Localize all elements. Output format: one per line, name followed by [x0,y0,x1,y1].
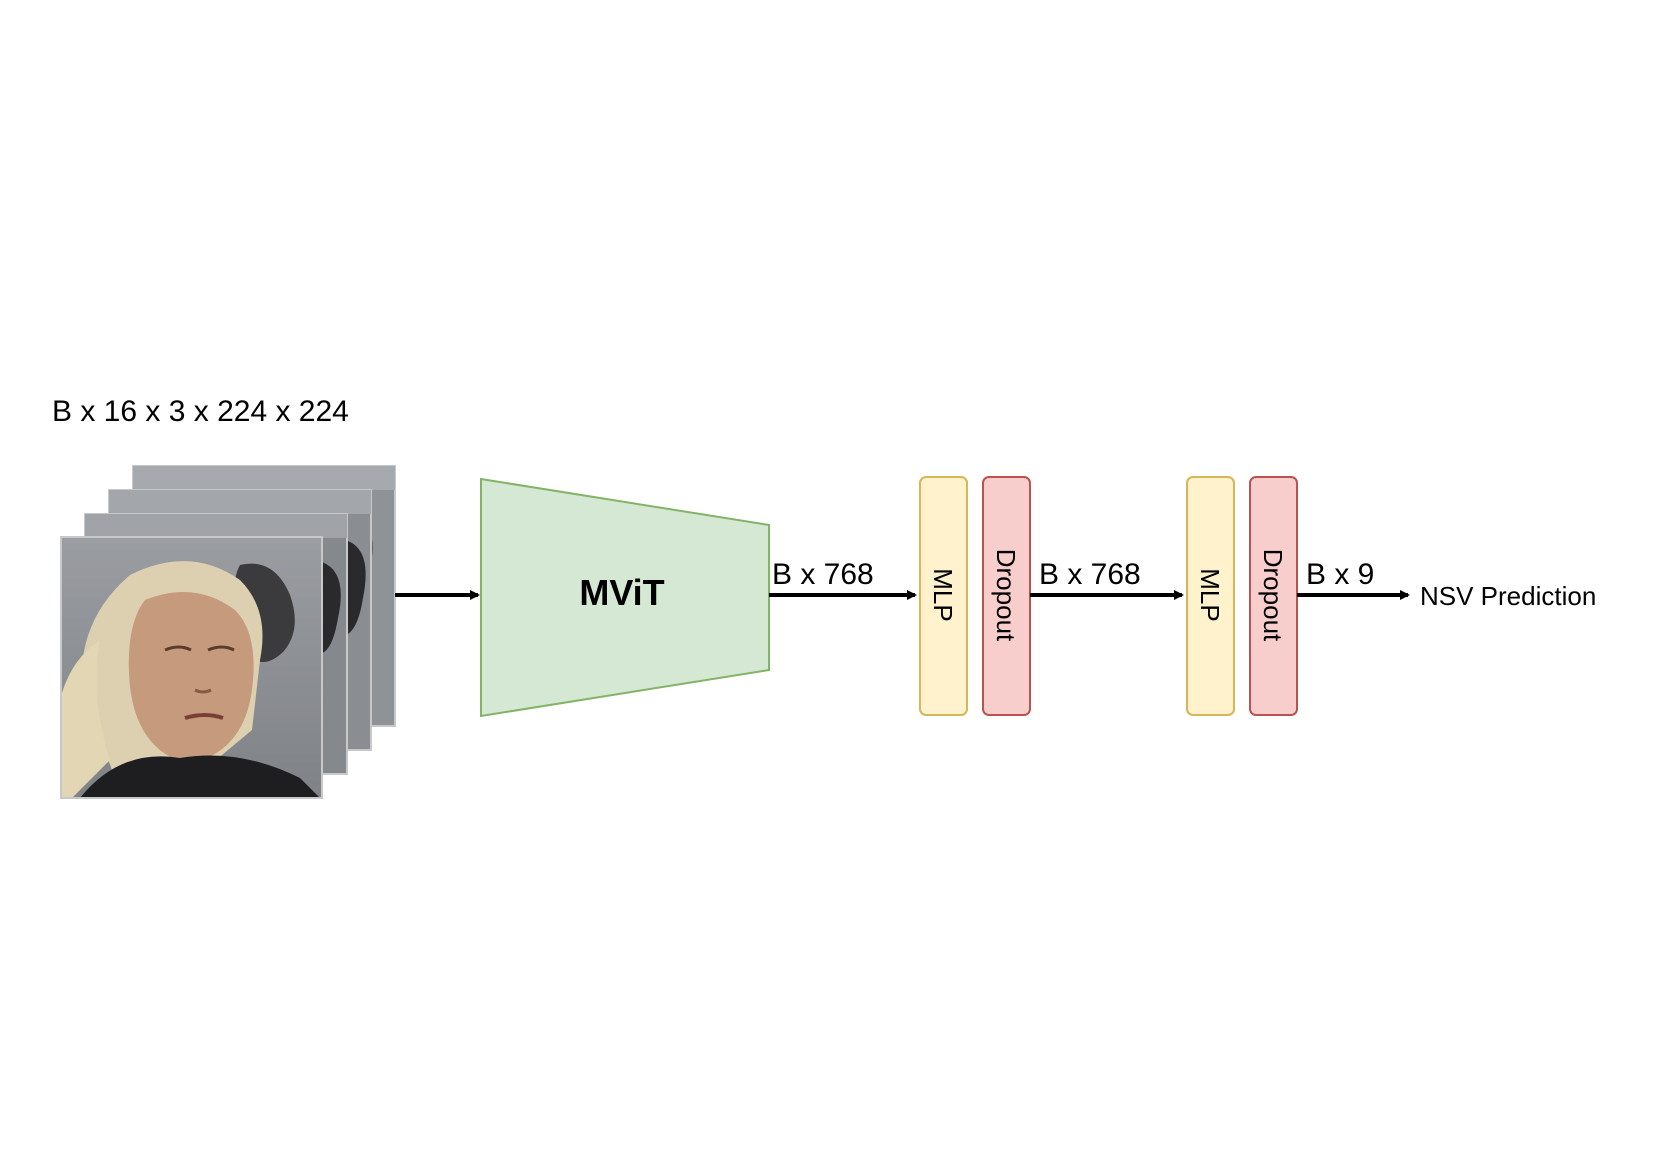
edge-label-2: B x 768 [1039,558,1141,591]
frame-stack [60,465,396,799]
mvit-encoder-block [480,477,770,718]
dropout-label-1: Dropout [991,548,1021,642]
mlp-block-2 [1186,476,1235,716]
input-shape-label: B x 16 x 3 x 224 x 224 [52,395,349,428]
mlp-label-1: MLP [928,568,958,622]
dropout-label-2: Dropout [1258,548,1288,642]
encoder-label: MViT [579,572,665,613]
edge-label-1: B x 768 [772,558,874,591]
output-label: NSV Prediction [1420,581,1597,611]
mlp-label-2: MLP [1195,568,1225,622]
video-frame-1 [60,536,323,799]
edge-label-3: B x 9 [1306,558,1375,591]
mlp-block-1 [919,476,968,716]
